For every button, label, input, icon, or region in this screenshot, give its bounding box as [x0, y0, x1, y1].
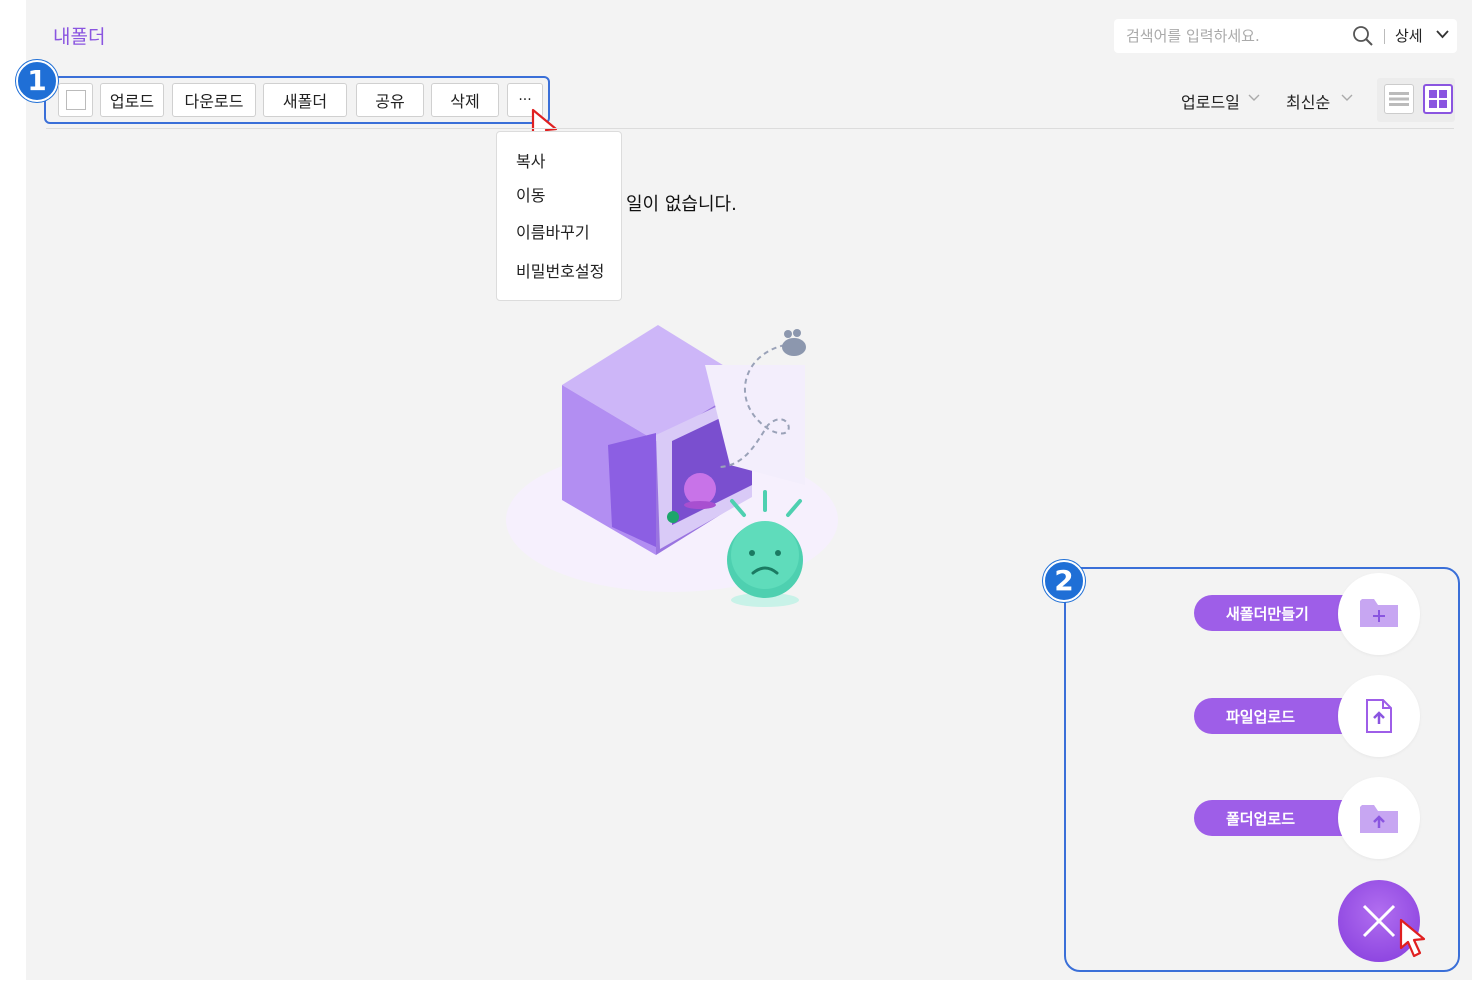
- empty-message: 일이 없습니다.: [626, 194, 737, 215]
- search-icon[interactable]: [1352, 25, 1374, 47]
- fab-file-upload-button[interactable]: [1338, 675, 1420, 757]
- sort-field-dropdown[interactable]: 업로드일: [1181, 93, 1240, 112]
- file-upload-icon: [1366, 699, 1392, 733]
- toolbar-divider: [46, 128, 1454, 129]
- more-button[interactable]: ···: [507, 83, 543, 117]
- chevron-down-icon[interactable]: [1436, 30, 1449, 39]
- list-view-button[interactable]: [1384, 84, 1414, 114]
- list-view-icon: [1389, 92, 1409, 106]
- page-title: 내폴더: [53, 26, 106, 48]
- grid-view-button[interactable]: [1423, 84, 1453, 114]
- menu-item-set-password[interactable]: 비밀번호설정: [516, 262, 605, 281]
- download-button[interactable]: 다운로드: [172, 83, 256, 117]
- select-all-checkbox[interactable]: [66, 90, 86, 110]
- share-button[interactable]: 공유: [356, 83, 424, 117]
- search-input[interactable]: [1126, 25, 1346, 47]
- fab-new-folder-label[interactable]: 새폴더만들기: [1194, 595, 1354, 631]
- fab-folder-upload-button[interactable]: [1338, 777, 1420, 859]
- upload-button[interactable]: 업로드: [100, 83, 164, 117]
- fab-new-folder-button[interactable]: [1338, 573, 1420, 655]
- folder-upload-icon: [1360, 805, 1398, 833]
- fab-highlight: [1064, 567, 1460, 972]
- search-bar: 상세: [1114, 19, 1457, 53]
- annotation-badge-2: 2: [1043, 560, 1085, 602]
- annotation-badge-1: 1: [16, 60, 58, 102]
- search-separator: [1384, 29, 1385, 44]
- fab-close-button[interactable]: [1338, 880, 1420, 962]
- chevron-down-icon[interactable]: [1341, 94, 1353, 102]
- new-folder-button[interactable]: 새폴더: [263, 83, 347, 117]
- fab-folder-upload-label[interactable]: 폴더업로드: [1194, 800, 1354, 836]
- close-icon: [1362, 904, 1396, 938]
- delete-button[interactable]: 삭제: [431, 83, 499, 117]
- sort-order-dropdown[interactable]: 최신순: [1286, 93, 1331, 112]
- grid-view-icon: [1429, 90, 1447, 108]
- chevron-down-icon[interactable]: [1248, 94, 1260, 102]
- menu-item-copy[interactable]: 복사: [516, 152, 546, 171]
- menu-item-move[interactable]: 이동: [516, 186, 546, 205]
- menu-item-rename[interactable]: 이름바꾸기: [516, 223, 590, 242]
- empty-box-illustration: [506, 325, 838, 607]
- folder-plus-icon: [1360, 599, 1398, 627]
- fab-file-upload-label[interactable]: 파일업로드: [1194, 698, 1354, 734]
- more-dropdown-menu: 복사 이동 이름바꾸기 비밀번호설정: [496, 131, 622, 301]
- search-detail-toggle[interactable]: 상세: [1395, 27, 1423, 45]
- pointer-cursor-icon: [1399, 918, 1426, 958]
